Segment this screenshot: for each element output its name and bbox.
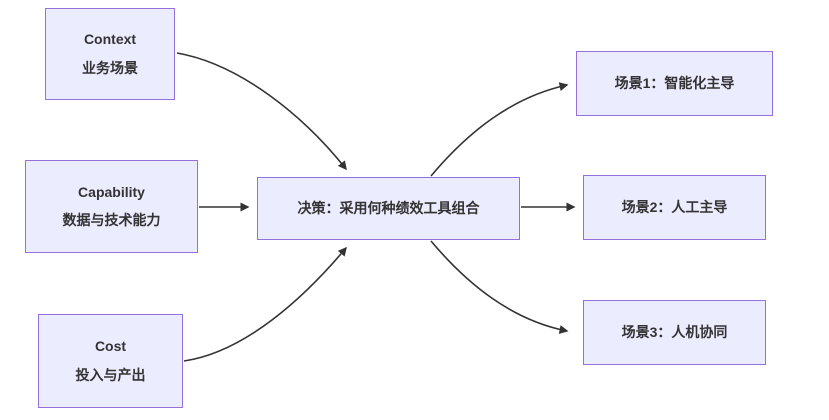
edge-cost-to-decision xyxy=(183,246,347,362)
node-decision: 决策：采用何种绩效工具组合 xyxy=(257,177,520,240)
node-scene1-label: 场景1：智能化主导 xyxy=(614,74,735,91)
node-scene3: 场景3：人机协同 xyxy=(583,300,766,365)
node-capability-title: Capability xyxy=(78,183,145,200)
node-capability: Capability 数据与技术能力 xyxy=(25,160,198,253)
node-scene1: 场景1：智能化主导 xyxy=(576,51,773,116)
edge-decision-to-scene3 xyxy=(430,240,569,334)
node-capability-subtitle: 数据与技术能力 xyxy=(62,212,161,228)
edge-context-to-decision xyxy=(176,52,347,171)
node-cost-title: Cost xyxy=(94,338,127,355)
node-scene3-label: 场景3：人机协同 xyxy=(621,323,728,340)
edge-decision-to-scene1 xyxy=(430,82,569,177)
node-cost-subtitle: 投入与产出 xyxy=(75,366,146,383)
node-scene2-label: 场景2：人工主导 xyxy=(621,198,728,215)
node-context: Context 业务场景 xyxy=(45,8,175,100)
node-scene2: 场景2：人工主导 xyxy=(583,175,766,240)
node-decision-label: 决策：采用何种绩效工具组合 xyxy=(297,199,480,216)
node-cost: Cost 投入与产出 xyxy=(38,314,183,408)
node-context-title: Context xyxy=(83,31,137,48)
node-context-subtitle: 业务场景 xyxy=(82,59,138,76)
